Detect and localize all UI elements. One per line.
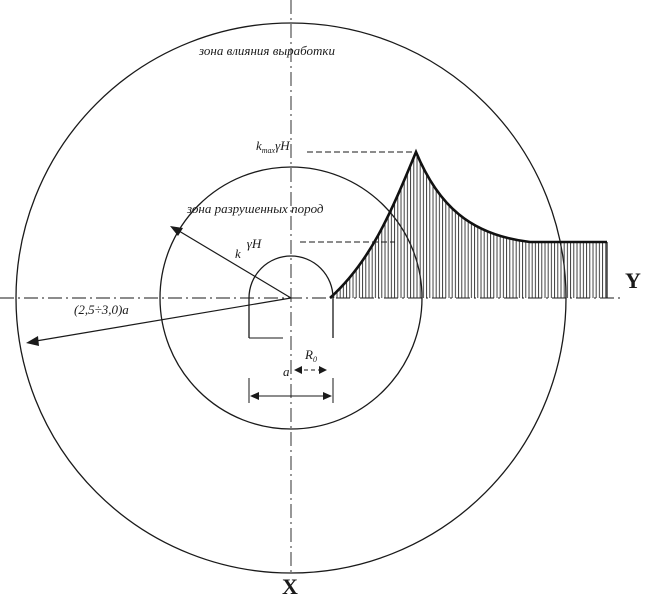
k-gamma-k: k [235, 246, 241, 261]
kmax-label: kmaxγH [256, 138, 290, 155]
a-label: a [283, 364, 290, 379]
outer-radius-arrowhead [26, 336, 39, 346]
inner-radius-arrow [173, 227, 292, 299]
r0-sub: 0 [313, 355, 317, 364]
influence-zone-label: зона влияния выработки [198, 43, 335, 58]
kmax-sub: max [262, 146, 276, 155]
a-arrowhead-left [250, 392, 259, 400]
axis-y-label: Y [625, 268, 641, 293]
kmax-k: k [256, 138, 262, 153]
kmax-gammah: γH [275, 138, 290, 153]
k-gamma-label: kγH [235, 236, 262, 261]
axis-x-label: X [282, 574, 298, 598]
destroyed-zone-label: зона разрушенных пород [186, 201, 324, 216]
inner-radius-arrowhead [170, 226, 183, 236]
r0-arrowhead-left [294, 366, 302, 374]
stress-hatched-area [330, 152, 607, 298]
r0-arrowhead-right [319, 366, 327, 374]
outer-radius-arrow [29, 297, 292, 343]
k-gamma-rest: γH [247, 236, 262, 251]
a-arrowhead-right [323, 392, 332, 400]
r0-main: R [304, 347, 313, 362]
r0-label: R0 [304, 347, 317, 364]
tunnel-cross-section [248, 255, 334, 338]
outer-radius-label: (2,5÷3,0)a [74, 302, 129, 317]
